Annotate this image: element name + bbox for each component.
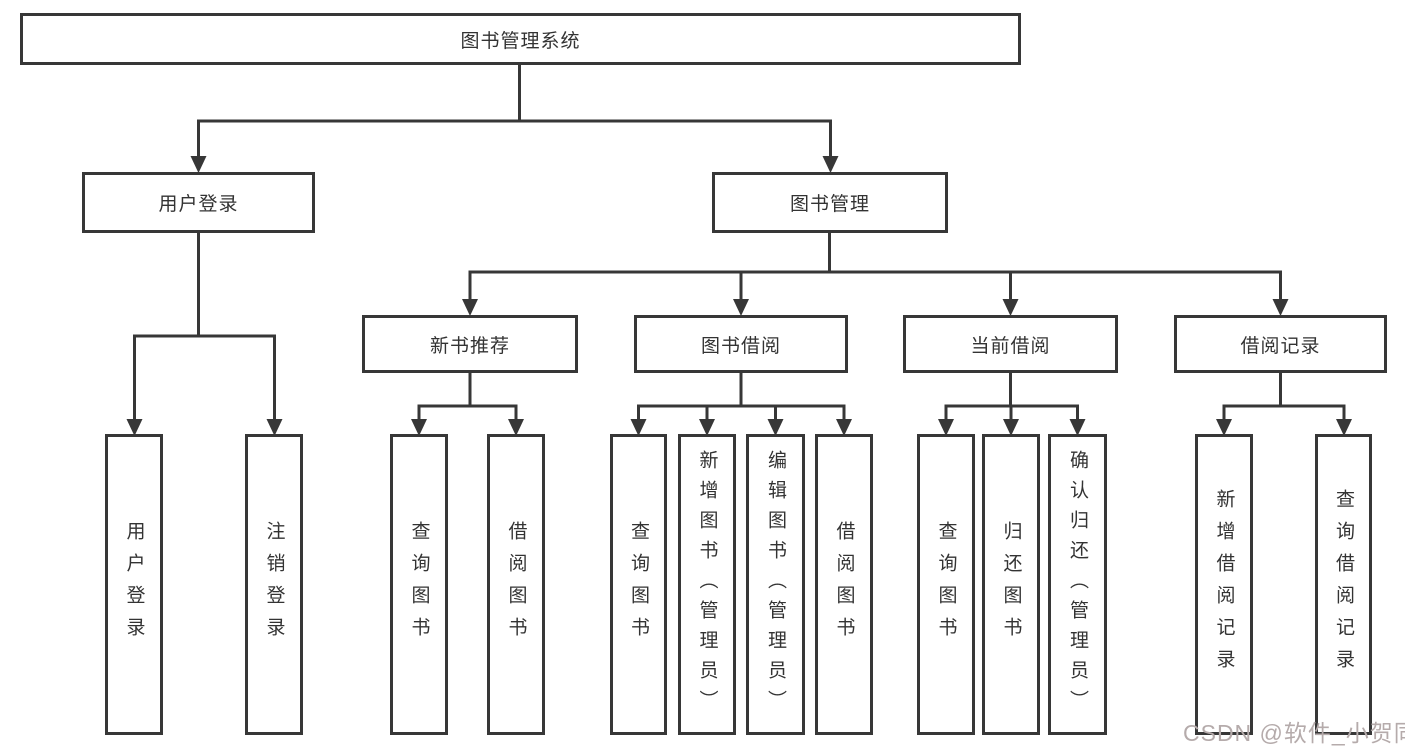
leaf-label: 新增图书（管理员） (696, 449, 718, 720)
leaf-query-books: 查询图书 (390, 434, 448, 735)
leaf-query-books: 查询图书 (917, 434, 975, 735)
node-label: 图书借阅 (700, 335, 781, 357)
node-borrowing-records: 借阅记录 (1174, 315, 1387, 373)
node-label: 新书推荐 (429, 335, 510, 357)
leaf-label: 查询借阅记录 (1333, 488, 1354, 681)
leaf-confirm-return-admin: 确认归还（管理员） (1048, 434, 1107, 735)
leaf-return-books: 归还图书 (982, 434, 1040, 735)
leaf-label: 借阅图书 (505, 520, 527, 649)
leaf-label: 确认归还（管理员） (1067, 449, 1088, 720)
leaf-add-books-admin: 新增图书（管理员） (678, 434, 736, 735)
leaf-query-books: 查询图书 (610, 434, 667, 735)
leaf-edit-books-admin: 编辑图书（管理员） (746, 434, 805, 735)
leaf-label: 查询图书 (628, 520, 649, 649)
leaf-user-login: 用户登录 (105, 434, 163, 735)
node-book-management: 图书管理 (712, 172, 948, 233)
leaf-label: 新增借阅记录 (1213, 488, 1235, 681)
node-label: 图书管理 (789, 194, 870, 215)
leaf-label: 查询图书 (935, 520, 957, 649)
csdn-watermark: CSDN @软件_小贺同学 (1183, 720, 1405, 746)
node-label: 用户登录 (158, 194, 239, 215)
leaf-logout: 注销登录 (245, 434, 303, 735)
node-book-borrowing: 图书借阅 (634, 315, 848, 373)
leaf-label: 归还图书 (1000, 520, 1022, 649)
leaf-label: 借阅图书 (833, 520, 855, 649)
leaf-label: 编辑图书（管理员） (765, 449, 786, 720)
leaf-label: 注销登录 (263, 520, 285, 649)
node-user-login: 用户登录 (82, 172, 315, 233)
leaf-borrow-books: 借阅图书 (487, 434, 545, 735)
leaf-borrow-books: 借阅图书 (815, 434, 873, 735)
leaf-query-borrow-record: 查询借阅记录 (1315, 434, 1372, 735)
node-new-book-recommend: 新书推荐 (362, 315, 578, 373)
node-library-management-system: 图书管理系统 (20, 13, 1021, 65)
leaf-label: 用户登录 (123, 520, 145, 649)
node-label: 图书管理系统 (460, 30, 581, 52)
node-current-borrowing: 当前借阅 (903, 315, 1118, 373)
leaf-add-borrow-record: 新增借阅记录 (1195, 434, 1253, 735)
leaf-label: 查询图书 (408, 520, 430, 649)
node-label: 当前借阅 (970, 335, 1051, 357)
node-label: 借阅记录 (1240, 335, 1321, 357)
